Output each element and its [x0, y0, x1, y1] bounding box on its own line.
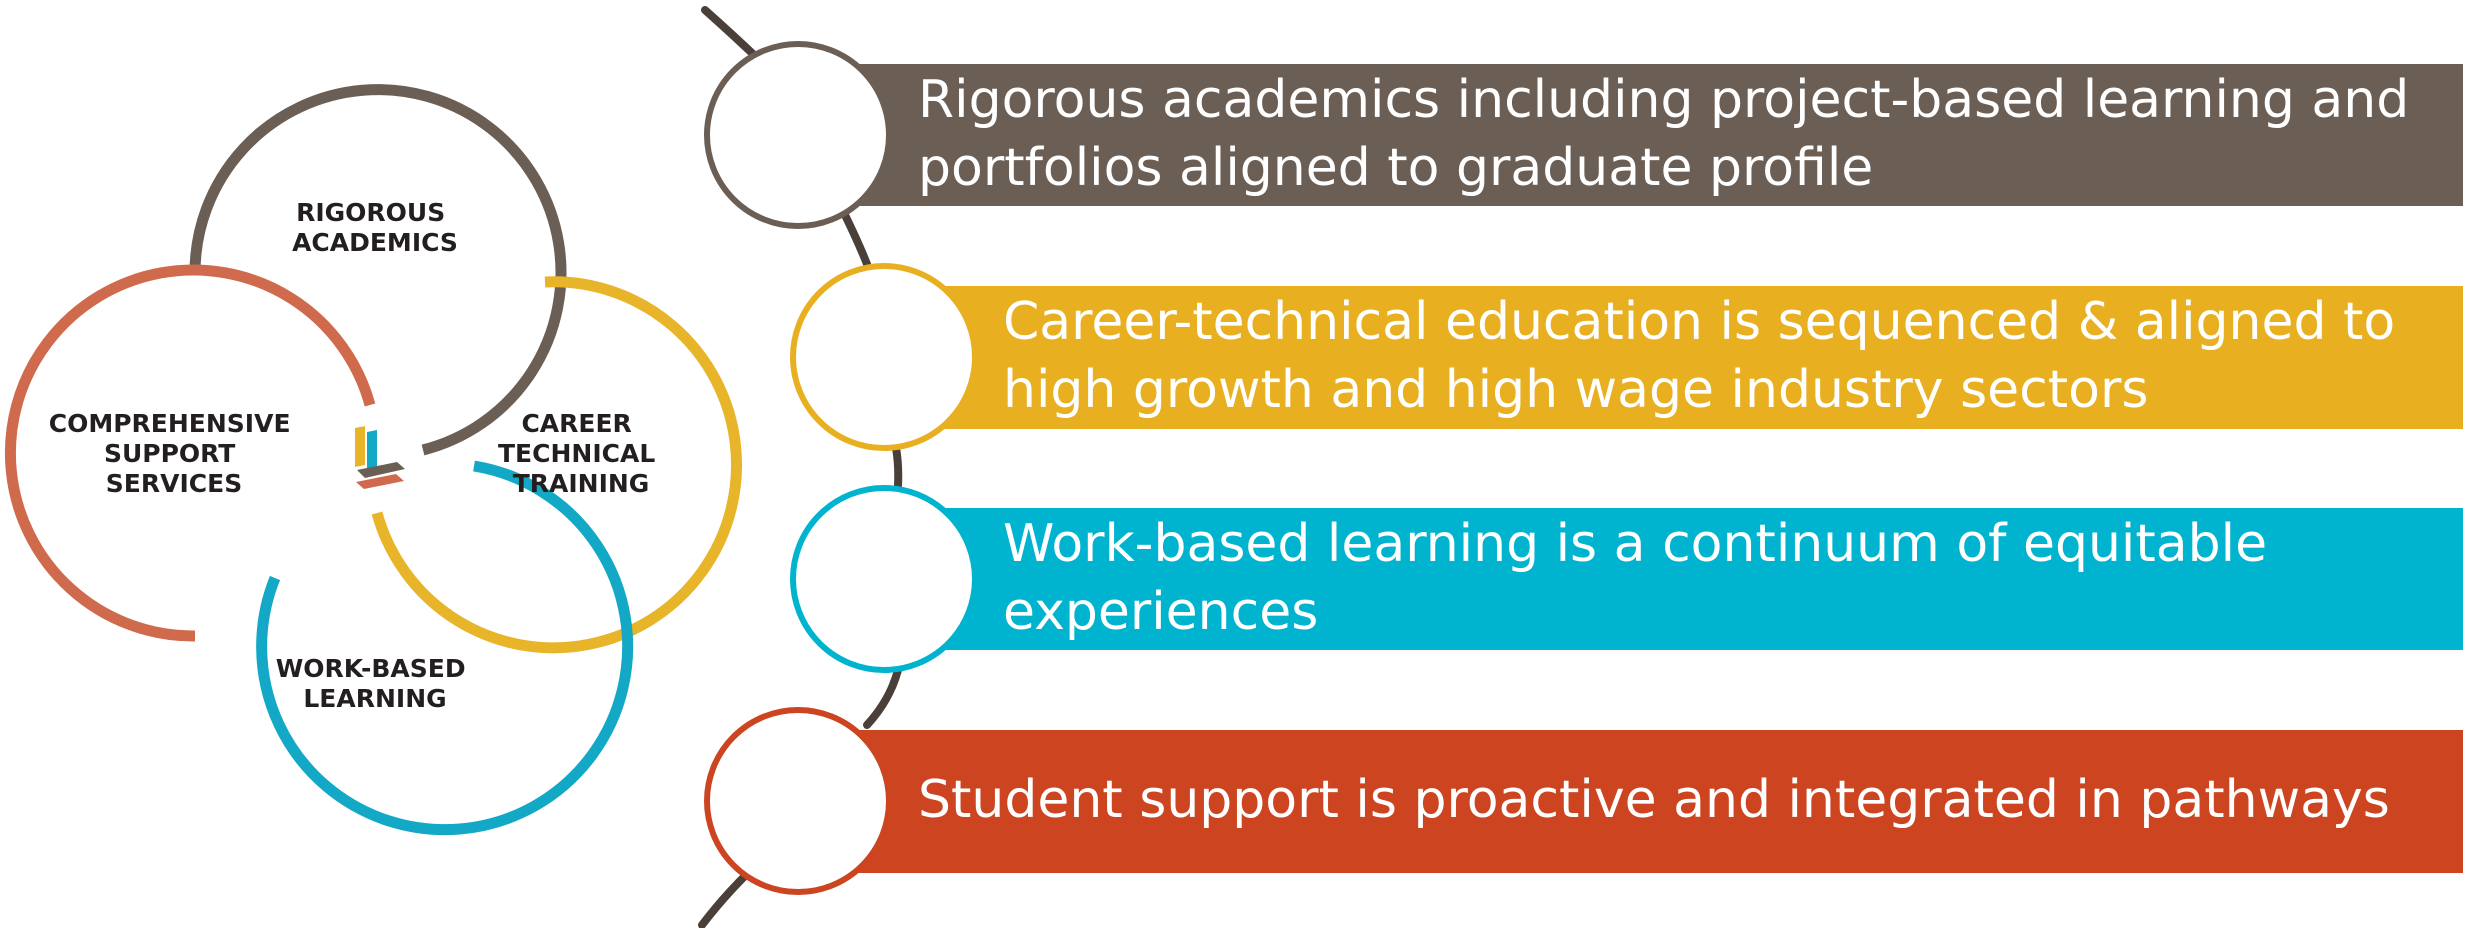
venn-top-label: RIGOROUS ACADEMICS	[292, 198, 458, 257]
timeline-node-3	[790, 485, 978, 673]
band-rigorous-academics	[802, 64, 2463, 206]
stacked-l-logo-icon	[355, 426, 405, 489]
band-2-line-2: high growth and high wage industry secto…	[1003, 360, 2149, 420]
pathway-timeline	[698, 6, 2463, 928]
band-text-work-based-learning: Work-based learning is a continuum of eq…	[1003, 510, 2267, 646]
venn-right-circle	[371, 276, 743, 654]
venn-diagram: RIGOROUS ACADEMICS CAREER TECHNICAL TRAI…	[4, 84, 743, 836]
timeline-node-4	[704, 707, 892, 895]
band-text-rigorous-academics: Rigorous academics including project-bas…	[918, 66, 2409, 202]
band-career-technical	[888, 286, 2463, 429]
band-text-student-support: Student support is proactive and integra…	[918, 766, 2390, 834]
venn-left-circle	[4, 264, 376, 642]
band-2-line-1: Career-technical education is sequenced …	[1003, 292, 2396, 352]
band-text-career-technical: Career-technical education is sequenced …	[1003, 288, 2395, 424]
timeline-node-2	[790, 263, 978, 451]
band-work-based-learning	[888, 508, 2463, 650]
band-1-line-2: portfolios aligned to graduate profile	[918, 138, 1874, 198]
venn-bottom-label: WORK-BASED LEARNING	[276, 654, 475, 713]
band-3-line-2: experiences	[1003, 582, 1319, 642]
band-4-line-1: Student support is proactive and integra…	[918, 770, 2390, 830]
timeline-spine	[698, 6, 903, 928]
timeline-node-1	[704, 41, 892, 229]
venn-right-label: CAREER TECHNICAL TRAINING	[498, 409, 664, 498]
venn-top-circle	[189, 84, 567, 456]
band-3-line-1: Work-based learning is a continuum of eq…	[1003, 514, 2268, 574]
band-1-line-1: Rigorous academics including project-bas…	[918, 70, 2410, 130]
venn-bottom-circle	[256, 460, 634, 836]
band-student-support	[802, 730, 2463, 873]
venn-left-label: COMPREHENSIVE SUPPORT SERVICES	[49, 409, 300, 498]
